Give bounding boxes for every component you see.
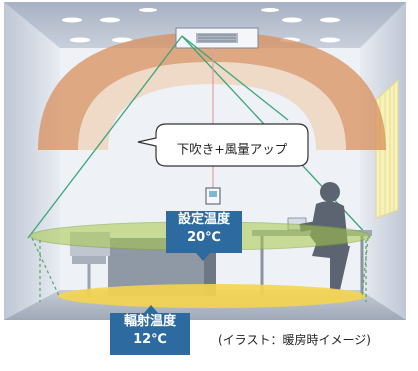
radiant-temp-value: 12℃ <box>133 332 167 347</box>
ceiling-lights <box>62 8 340 43</box>
ceiling-ac-unit <box>175 27 259 49</box>
callout-bubble: 下吹き+風量アップ <box>137 123 309 167</box>
warm-airflow-arc <box>38 32 386 150</box>
callout-text: 下吹き+風量アップ <box>177 142 288 157</box>
radiant-floor-plane <box>58 284 366 308</box>
radiant-temp-pointer <box>144 305 158 313</box>
illustration-caption: (イラスト：暖房時イメージ) <box>218 333 371 347</box>
plane-guides <box>31 237 369 302</box>
set-temp-label: 設定温度 <box>177 212 230 227</box>
set-temp-value: 20℃ <box>187 230 221 245</box>
radiant-temp-label: 輻射温度 <box>123 314 176 329</box>
set-temp-badge: 設定温度 20℃ <box>166 211 242 253</box>
left-wall <box>4 2 60 320</box>
set-temp-pointer <box>196 253 210 261</box>
window <box>375 78 399 219</box>
ceiling <box>4 2 406 48</box>
radiant-temp-badge: 輻射温度 12℃ <box>110 313 190 355</box>
